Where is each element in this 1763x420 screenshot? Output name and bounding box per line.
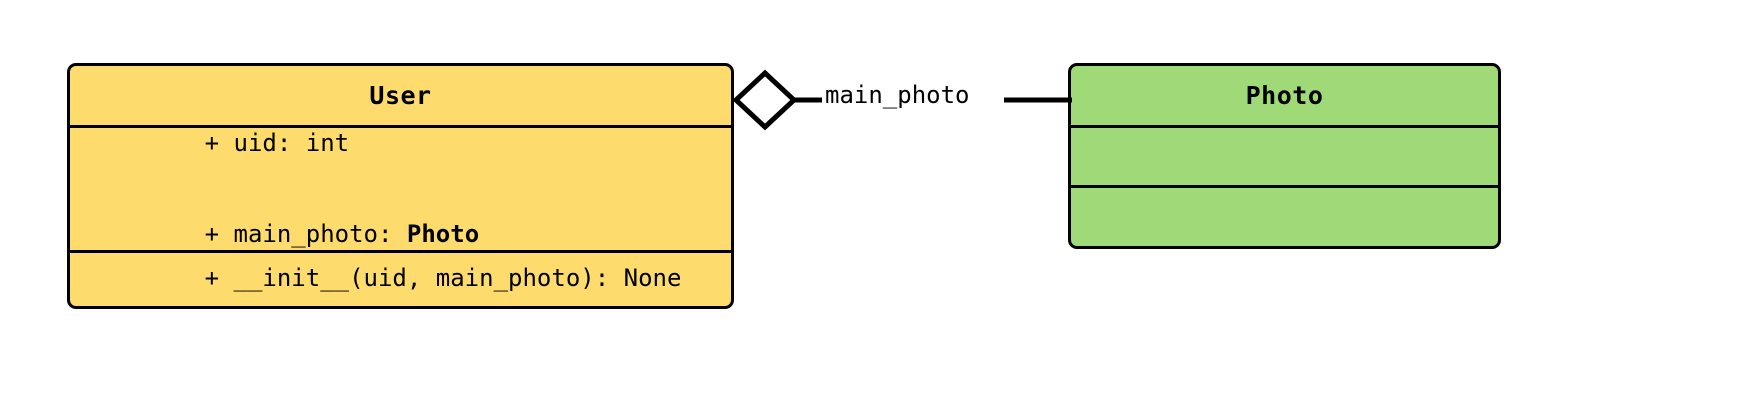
uml-method-init: + __init__(uid, main_photo): None [89,232,713,306]
uml-attribute-main-photo: + main_photo: Photo [89,189,713,280]
uml-class-photo-title: Photo [1071,66,1498,125]
uml-class-user[interactable]: User + uid: int + main_photo: Photo + __… [67,63,734,309]
aggregation-diamond-icon [732,69,798,131]
uml-class-photo-name: Photo [1245,81,1324,110]
uml-attribute-main-photo-text: + main_photo: [204,220,407,249]
uml-class-user-name: User [369,81,432,110]
uml-class-user-title: User [70,66,731,125]
uml-class-user-attributes: + uid: int + main_photo: Photo [70,125,731,250]
uml-attribute-uid-text: + uid: int [204,129,350,158]
uml-method-init-text: + __init__(uid, main_photo): None [204,263,682,292]
uml-class-photo[interactable]: Photo [1068,63,1501,249]
aggregation-connector-user-photo[interactable] [728,60,1073,140]
uml-class-user-methods: + __init__(uid, main_photo): None [70,250,731,303]
uml-attribute-main-photo-type: Photo [406,220,480,249]
aggregation-role-label: main_photo [822,80,973,110]
uml-class-photo-methods [1071,185,1498,246]
uml-class-photo-attributes [1071,125,1498,185]
uml-attribute-uid: + uid: int [89,98,713,189]
